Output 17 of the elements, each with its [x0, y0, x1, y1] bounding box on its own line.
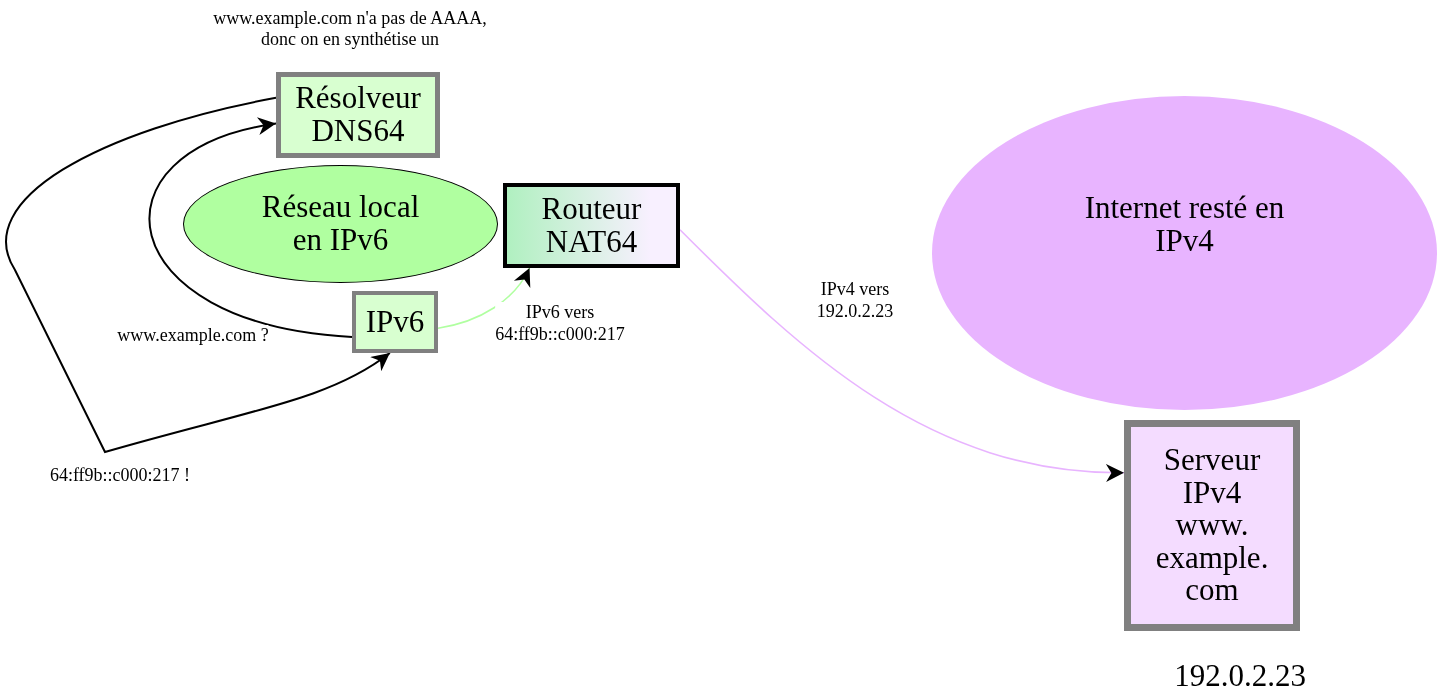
node-label: Réseau local en IPv6	[260, 191, 421, 257]
node-label: Internet resté en IPv4	[1083, 192, 1286, 260]
annotation-text: 192.0.2.23	[1173, 658, 1307, 692]
node-label: Résolveur DNS64	[295, 82, 421, 148]
edge-label: www.example.com ?	[117, 325, 269, 347]
arrow	[148, 118, 353, 338]
arrow	[5, 96, 391, 453]
arrow	[437, 267, 531, 329]
annotation-text: www.example.com n'a pas de AAAA, donc on en synthétise un	[212, 8, 488, 50]
node-label: Routeur NAT64	[541, 192, 642, 259]
server-box	[1124, 420, 1300, 631]
arrow	[679, 228, 1125, 481]
node-label: IPv6	[365, 305, 425, 339]
client-box	[352, 291, 438, 353]
node-label: Serveur IPv4 www. example. com	[1155, 444, 1269, 607]
resolver-box	[276, 72, 440, 158]
router-box	[503, 183, 680, 268]
